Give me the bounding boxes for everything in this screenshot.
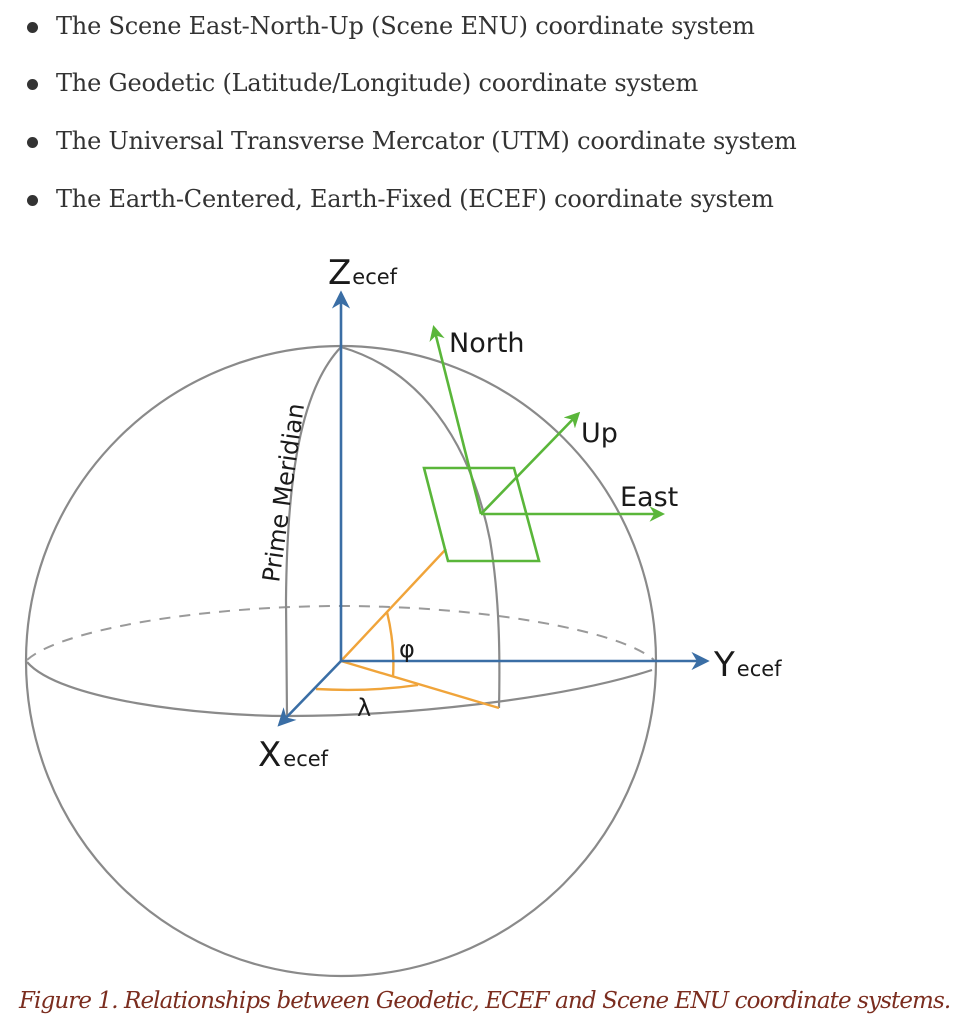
list-item-geodetic: The Geodetic (Latitude/Longitude) coordi… xyxy=(27,68,698,98)
prime-meridian-label: Prime Meridian xyxy=(257,402,310,584)
list-item-utm: The Universal Transverse Mercator (UTM) … xyxy=(27,126,797,156)
latitude-arc xyxy=(385,611,395,678)
north-axis[interactable] xyxy=(429,324,483,515)
y-ecef-label: Yecef xyxy=(713,645,782,685)
list-item-label: The Earth-Centered, Earth-Fixed (ECEF) c… xyxy=(56,185,774,213)
list-item-scene-enu: The Scene East-North-Up (Scene ENU) coor… xyxy=(27,11,755,41)
north-label: North xyxy=(449,328,525,359)
longitude-arc xyxy=(315,683,419,692)
enu-tangent-plane xyxy=(422,466,541,563)
bullet-icon xyxy=(27,79,38,90)
list-item-label: The Universal Transverse Mercator (UTM) … xyxy=(56,127,797,155)
longitude-radius-line xyxy=(340,659,500,710)
latitude-phi-label: φ xyxy=(399,635,415,663)
x-ecef-label: Xecef xyxy=(258,735,329,775)
bullet-icon xyxy=(27,195,38,206)
up-axis[interactable] xyxy=(480,411,581,515)
local-meridian-line xyxy=(340,345,501,709)
list-item-ecef: The Earth-Centered, Earth-Fixed (ECEF) c… xyxy=(27,184,774,214)
figure-caption: Figure 1. Relationships between Geodetic… xyxy=(19,988,951,1014)
east-label: East xyxy=(620,482,678,513)
bullet-icon xyxy=(27,22,38,33)
x-ecef-axis[interactable] xyxy=(277,660,342,727)
z-ecef-label: Zecef xyxy=(328,253,398,293)
list-item-label: The Geodetic (Latitude/Longitude) coordi… xyxy=(56,69,698,97)
coordinate-systems-diagram: Zecef Yecef Xecef North Up East Prime Me… xyxy=(0,230,975,990)
up-label: Up xyxy=(581,418,618,449)
equator-front xyxy=(26,661,653,718)
bullet-icon xyxy=(27,137,38,148)
latitude-radius-line xyxy=(340,548,447,662)
prime-meridian-line xyxy=(284,346,342,717)
list-item-label: The Scene East-North-Up (Scene ENU) coor… xyxy=(56,12,755,40)
longitude-lambda-label: λ xyxy=(357,694,371,722)
